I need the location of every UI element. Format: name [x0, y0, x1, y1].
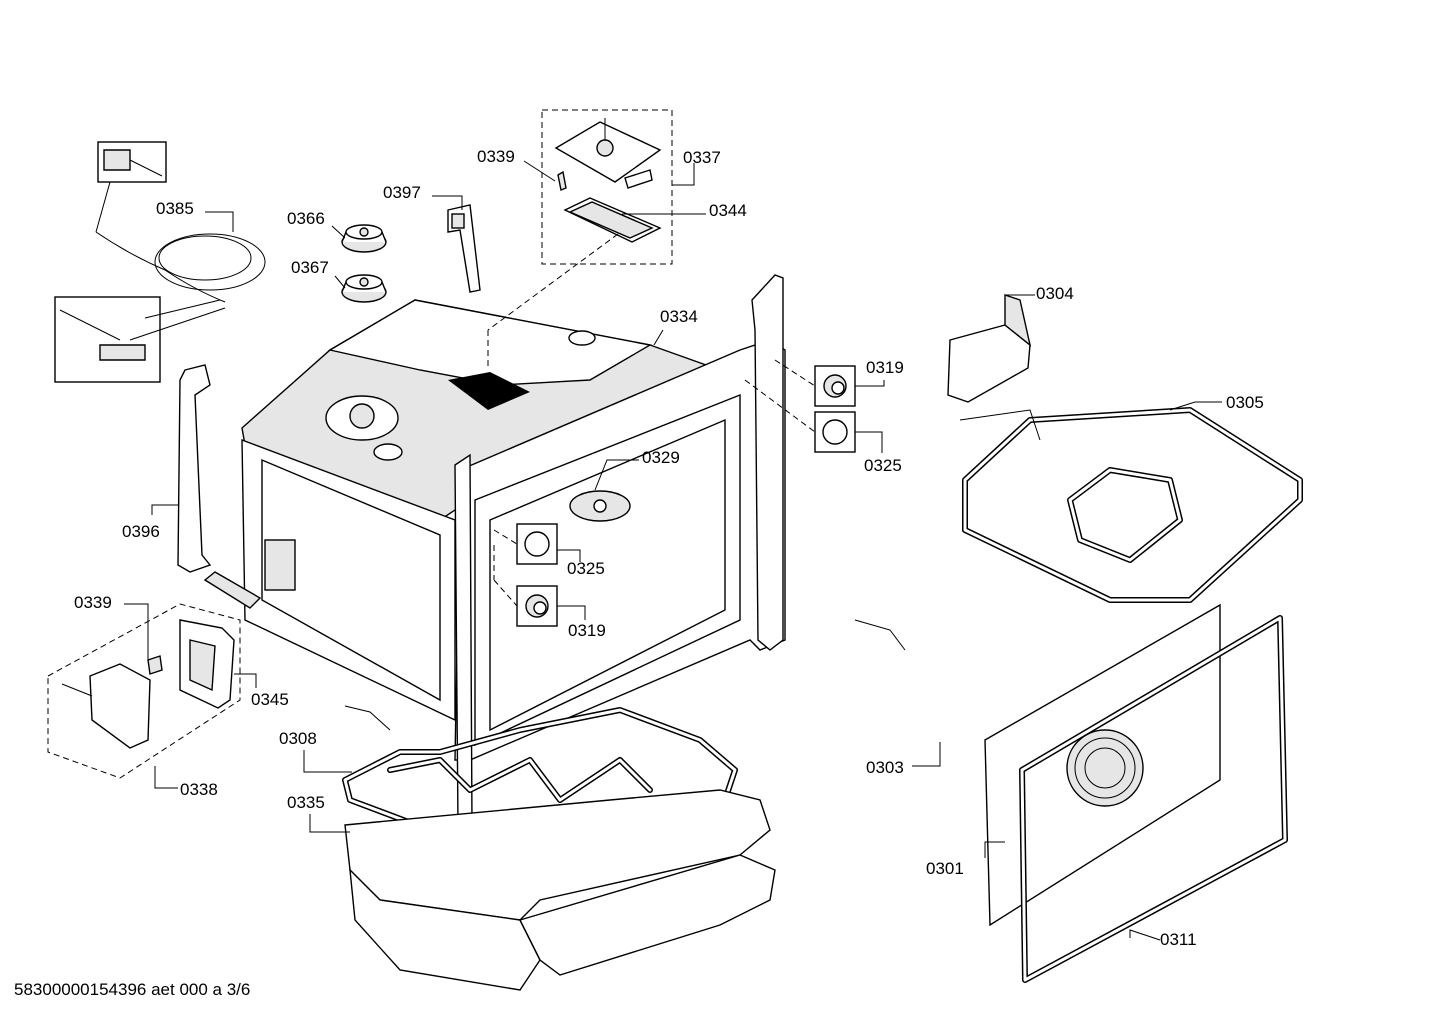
- document-reference: 58300000154396 aet 000 a 3/6: [14, 980, 251, 999]
- part-0335-insulation[interactable]: [344, 789, 776, 991]
- label-0301: 0301: [926, 859, 964, 878]
- part-0311-door-gasket[interactable]: [1019, 615, 1288, 983]
- part-0385-temperature-sensor-cable[interactable]: [54, 141, 266, 383]
- label-0334: 0334: [660, 307, 698, 326]
- label-0345: 0345: [251, 690, 289, 709]
- label-0325-mid: 0325: [567, 559, 605, 578]
- label-0396: 0396: [122, 522, 160, 541]
- label-0335: 0335: [287, 793, 325, 812]
- leader-lines: [124, 160, 1222, 941]
- label-0304: 0304: [1036, 284, 1074, 303]
- label-0344: 0344: [709, 201, 747, 220]
- label-0311: 0311: [1160, 930, 1197, 949]
- part-0319-lamp-socket-mid[interactable]: [516, 585, 558, 627]
- part-group-0338-control-module[interactable]: [47, 603, 241, 779]
- label-0308: 0308: [279, 729, 317, 748]
- part-0319-lamp-socket-right[interactable]: [814, 365, 856, 407]
- label-0338: 0338: [180, 780, 218, 799]
- part-0397-bracket[interactable]: [447, 204, 481, 293]
- part-0325-lamp-cover-mid[interactable]: [516, 523, 558, 565]
- part-0334-oven-cavity[interactable]: [203, 274, 786, 826]
- label-0303: 0303: [866, 758, 904, 777]
- label-0319-right: 0319: [866, 358, 904, 377]
- label-0367: 0367: [291, 258, 329, 277]
- label-0337: 0337: [683, 148, 721, 167]
- part-0325-lamp-cover-right[interactable]: [814, 411, 856, 453]
- label-0329: 0329: [642, 448, 680, 467]
- label-0339-left: 0339: [74, 593, 112, 612]
- label-0385: 0385: [156, 199, 194, 218]
- part-group-0337-fan-assembly[interactable]: [541, 109, 673, 265]
- label-0325-right: 0325: [864, 456, 902, 475]
- part-0367-fan-cover[interactable]: [341, 274, 387, 303]
- part-0396-side-bracket[interactable]: [177, 364, 212, 573]
- label-0339-top: 0339: [477, 147, 515, 166]
- label-0319-mid: 0319: [568, 621, 606, 640]
- label-0305: 0305: [1226, 393, 1264, 412]
- part-0366-fan-cover[interactable]: [341, 224, 387, 253]
- part-0305-grill-element[interactable]: [959, 407, 1303, 603]
- label-0366: 0366: [287, 209, 325, 228]
- callout-labels: 0385 0366 0367 0397 0339 0337 0344 0334 …: [74, 147, 1264, 949]
- part-0304-heat-shield[interactable]: [947, 294, 1032, 403]
- label-0397: 0397: [383, 183, 421, 202]
- part-0303-ring-heater[interactable]: [854, 596, 1027, 764]
- part-0301-rear-panel[interactable]: [984, 603, 1221, 927]
